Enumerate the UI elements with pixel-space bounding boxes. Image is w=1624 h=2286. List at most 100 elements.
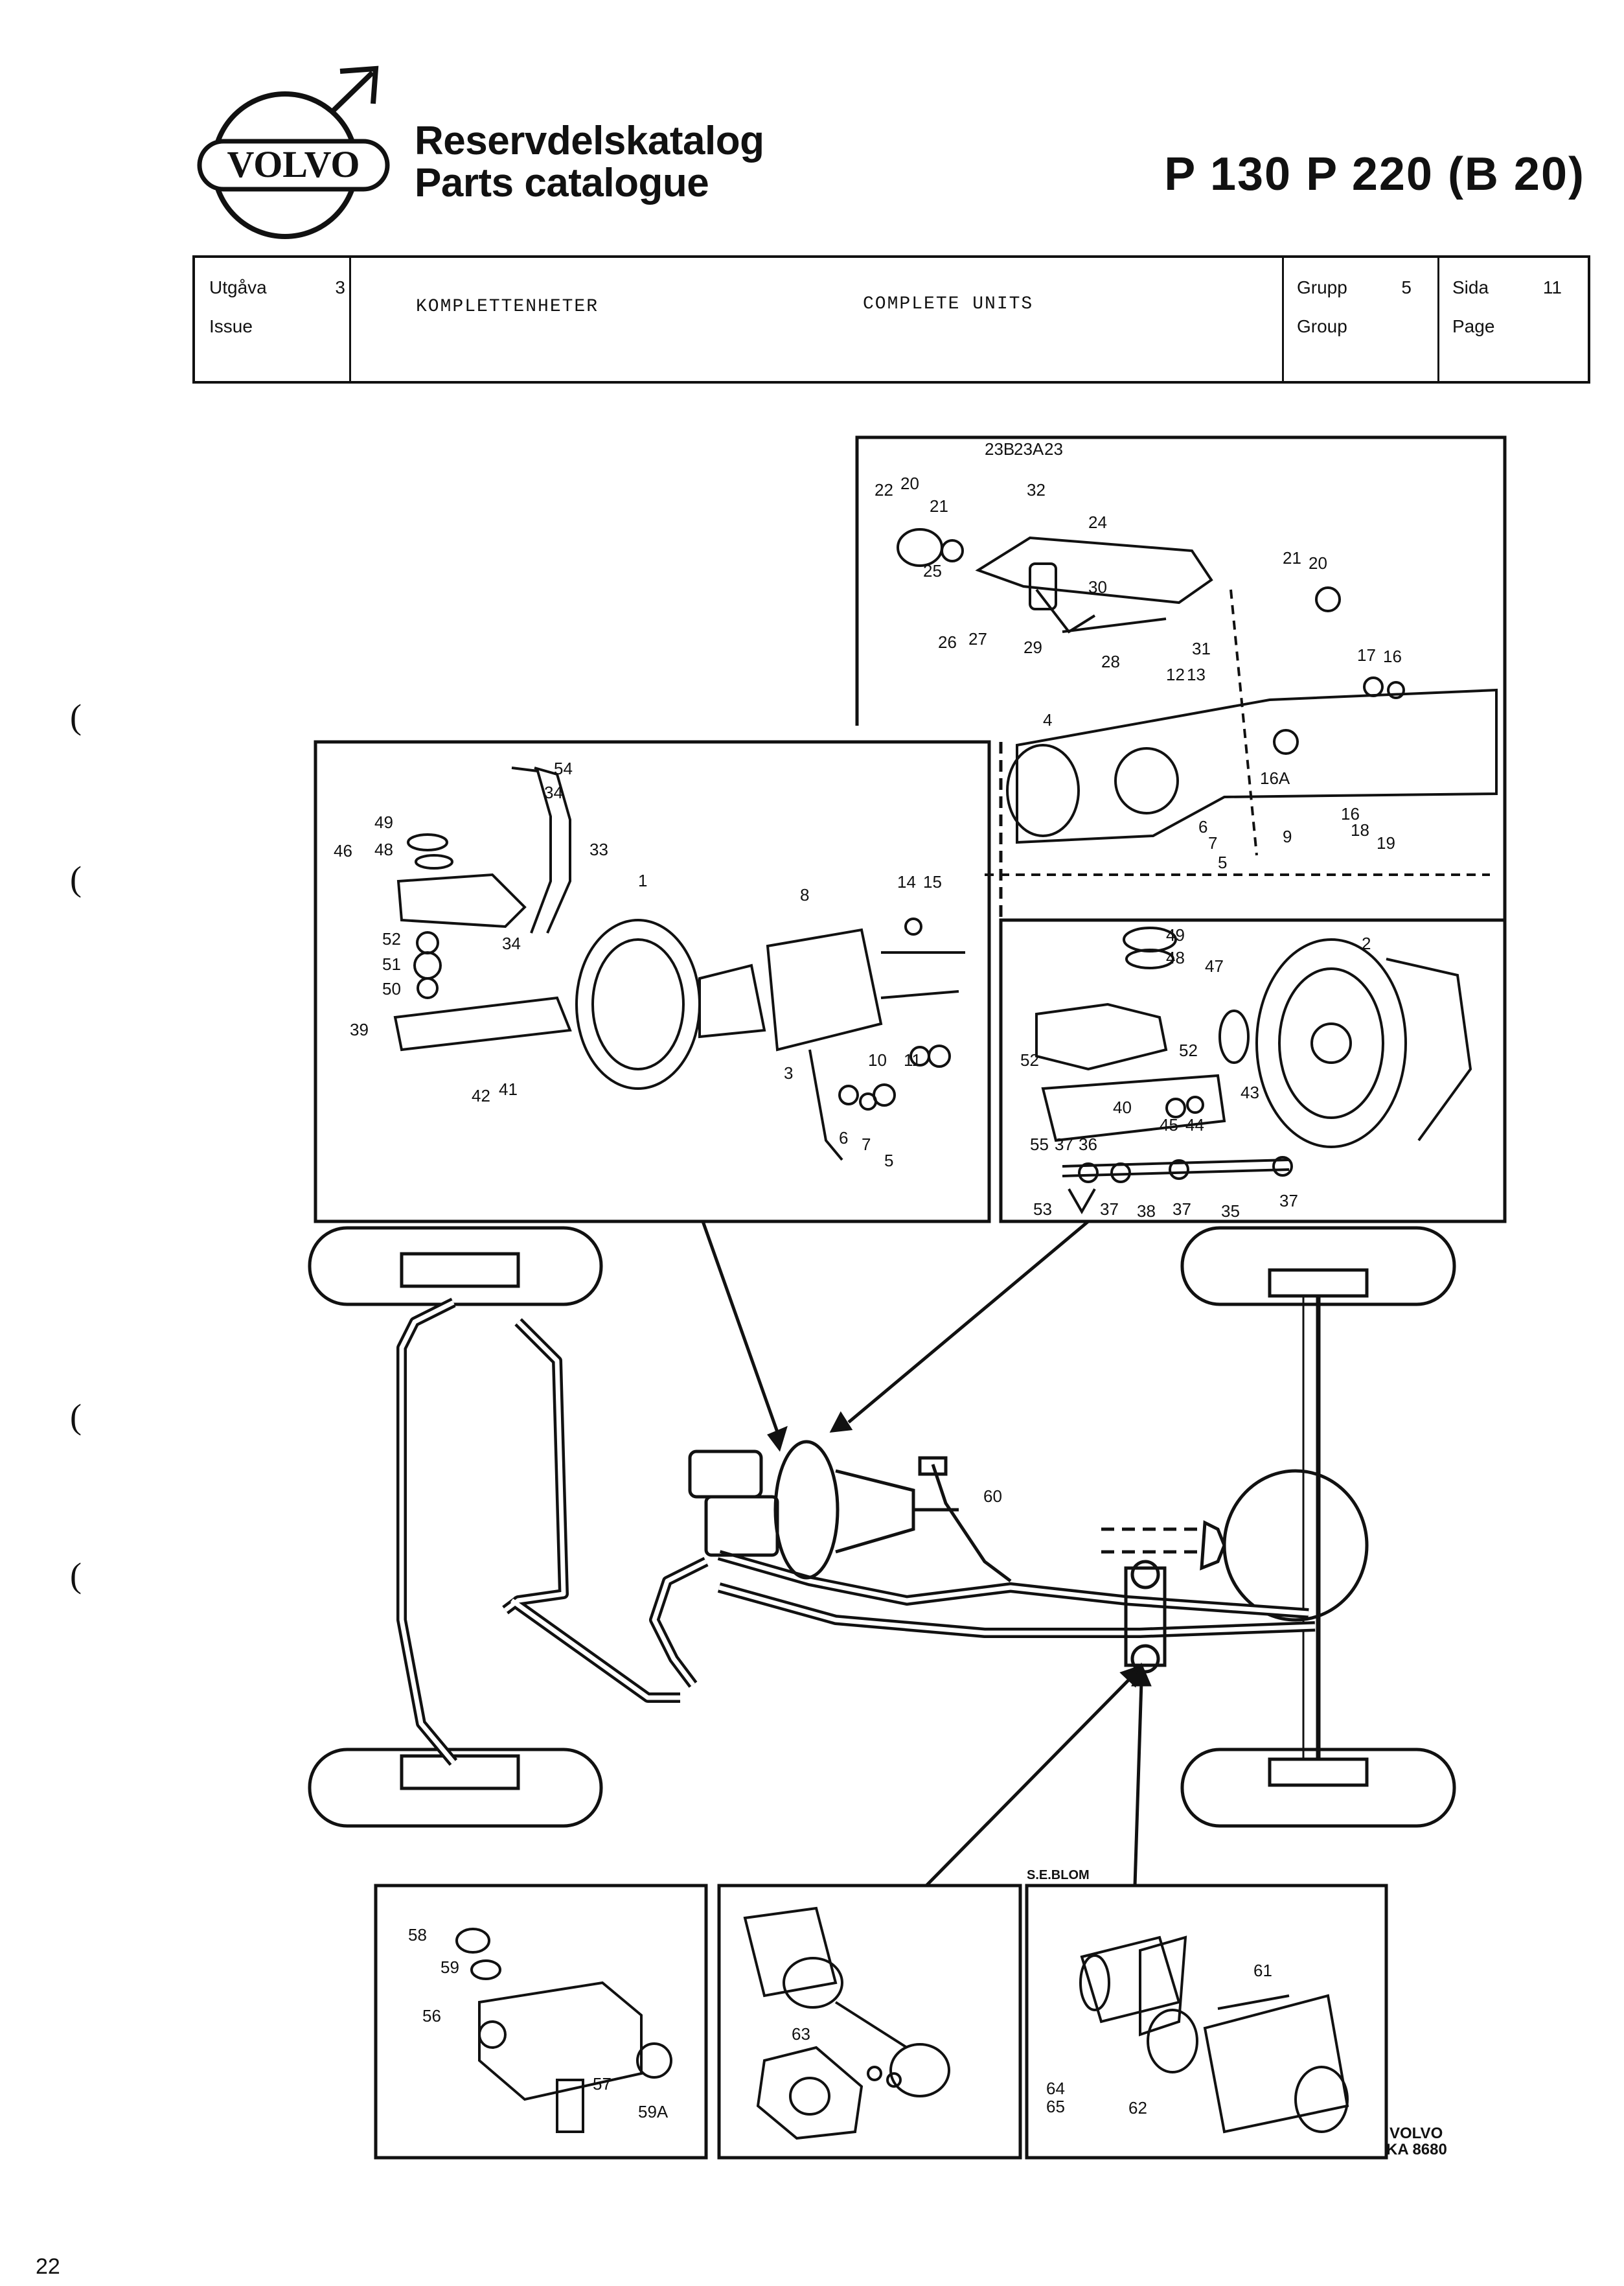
label-30: 30 xyxy=(1088,577,1107,597)
label-12: 12 xyxy=(1166,665,1185,684)
label-20-b: 20 xyxy=(1309,553,1327,573)
label-58: 58 xyxy=(408,1925,427,1945)
label-59a: 59A xyxy=(638,2102,669,2121)
logo-wordmark: VOLVO xyxy=(227,143,360,185)
label-5: 5 xyxy=(1218,853,1227,872)
label-47: 47 xyxy=(1205,956,1224,976)
label-16: 16 xyxy=(1383,647,1402,666)
binding-mark: ( xyxy=(70,697,82,736)
label-63: 63 xyxy=(792,2024,810,2044)
label-34: 34 xyxy=(544,783,563,802)
label-17: 17 xyxy=(1357,645,1376,665)
label-56: 56 xyxy=(422,2006,441,2026)
section-english: COMPLETE UNITS xyxy=(863,294,1034,314)
label-65: 65 xyxy=(1046,2097,1065,2116)
label-6-b: 6 xyxy=(839,1128,848,1148)
label-45: 45 xyxy=(1160,1115,1178,1135)
page-label-en: Page xyxy=(1452,316,1495,336)
binding-mark: ( xyxy=(70,1397,82,1436)
label-24: 24 xyxy=(1088,513,1107,532)
label-44: 44 xyxy=(1185,1115,1204,1135)
label-28: 28 xyxy=(1101,652,1120,671)
label-7: 7 xyxy=(1208,833,1217,853)
issue-label-sv: Utgåva xyxy=(209,277,267,297)
label-57: 57 xyxy=(593,2074,612,2094)
panel-brake-valve xyxy=(374,1884,708,2160)
label-26: 26 xyxy=(938,632,957,652)
label-18: 18 xyxy=(1351,820,1369,840)
label-51: 51 xyxy=(382,954,401,974)
section-cell: KOMPLETTENHETER COMPLETE UNITS xyxy=(351,258,1284,381)
volvo-logo: VOLVO xyxy=(197,65,390,239)
label-33: 33 xyxy=(589,840,608,859)
label-20: 20 xyxy=(900,474,919,493)
label-42: 42 xyxy=(472,1086,490,1105)
stamp-brand: VOLVO xyxy=(1390,2125,1443,2142)
label-21: 21 xyxy=(930,496,948,516)
label-21-b: 21 xyxy=(1283,548,1301,568)
title-english: Parts catalogue xyxy=(415,161,709,206)
page-number: 22 xyxy=(36,2254,60,2279)
label-59: 59 xyxy=(440,1957,459,1977)
label-31: 31 xyxy=(1192,639,1211,658)
label-38: 38 xyxy=(1137,1201,1156,1221)
label-11: 11 xyxy=(904,1050,921,1070)
label-49: 49 xyxy=(374,813,393,832)
label-19: 19 xyxy=(1377,833,1395,853)
label-9: 9 xyxy=(1283,827,1292,846)
label-35: 35 xyxy=(1221,1201,1240,1221)
label-50: 50 xyxy=(382,979,401,999)
title-swedish: Reservdelskatalog xyxy=(415,119,764,163)
label-37: 37 xyxy=(1055,1135,1073,1154)
catalogue-title: Reservdelskatalog Parts catalogue xyxy=(415,120,764,204)
panel-servo-unit-left xyxy=(314,740,991,1223)
label-2: 2 xyxy=(1362,934,1371,953)
label-10: 10 xyxy=(868,1050,887,1070)
label-48: 48 xyxy=(374,840,393,859)
section-swedish: KOMPLETTENHETER xyxy=(416,297,599,317)
label-62: 62 xyxy=(1128,2098,1147,2118)
label-34-b: 34 xyxy=(502,934,521,953)
binding-mark: ( xyxy=(70,1556,82,1595)
label-5-b: 5 xyxy=(884,1151,893,1170)
label-37-b: 37 xyxy=(1100,1199,1119,1219)
label-1: 1 xyxy=(638,871,647,890)
label-16a: 16A xyxy=(1260,768,1290,788)
issue-value: 3 xyxy=(335,277,345,297)
page-cell: Sida 11 Page xyxy=(1439,258,1588,381)
panel-servo-unit-right xyxy=(999,918,1507,1223)
label-23a: 23A xyxy=(1014,439,1044,459)
label-8: 8 xyxy=(800,885,809,905)
label-4: 4 xyxy=(1043,710,1052,730)
group-value: 5 xyxy=(1401,277,1412,297)
page-label-sv: Sida xyxy=(1452,277,1489,297)
issue-cell: Utgåva 3 Issue xyxy=(195,258,351,381)
label-27: 27 xyxy=(968,629,987,649)
issue-label-en: Issue xyxy=(209,316,253,336)
label-7-b: 7 xyxy=(862,1135,871,1154)
label-39: 39 xyxy=(350,1020,369,1039)
label-43: 43 xyxy=(1241,1083,1259,1102)
label-40: 40 xyxy=(1113,1098,1132,1117)
label-23b: 23B xyxy=(985,439,1014,459)
label-54: 54 xyxy=(554,759,573,778)
label-13: 13 xyxy=(1187,665,1206,684)
label-37-c: 37 xyxy=(1172,1199,1191,1219)
group-cell: Grupp 5 Group xyxy=(1284,258,1439,381)
panel-pressure-valve xyxy=(1025,1884,1388,2160)
label-64: 64 xyxy=(1046,2079,1065,2098)
label-22: 22 xyxy=(875,480,893,500)
label-16-b: 16 xyxy=(1341,804,1360,824)
label-23: 23 xyxy=(1044,439,1063,459)
label-60: 60 xyxy=(983,1486,1002,1506)
label-61: 61 xyxy=(1253,1961,1272,1980)
label-3: 3 xyxy=(784,1063,793,1083)
info-table: Utgåva 3 Issue KOMPLETTENHETER COMPLETE … xyxy=(192,255,1590,384)
label-55: 55 xyxy=(1030,1135,1049,1154)
stamp-code: KA 8680 xyxy=(1386,2141,1447,2158)
label-29: 29 xyxy=(1024,638,1042,657)
artist-signature: S.E.BLOM xyxy=(1027,1868,1090,1882)
label-25: 25 xyxy=(923,561,942,581)
group-label-sv: Grupp xyxy=(1297,277,1347,297)
panel-light-switch xyxy=(717,1884,1022,2160)
